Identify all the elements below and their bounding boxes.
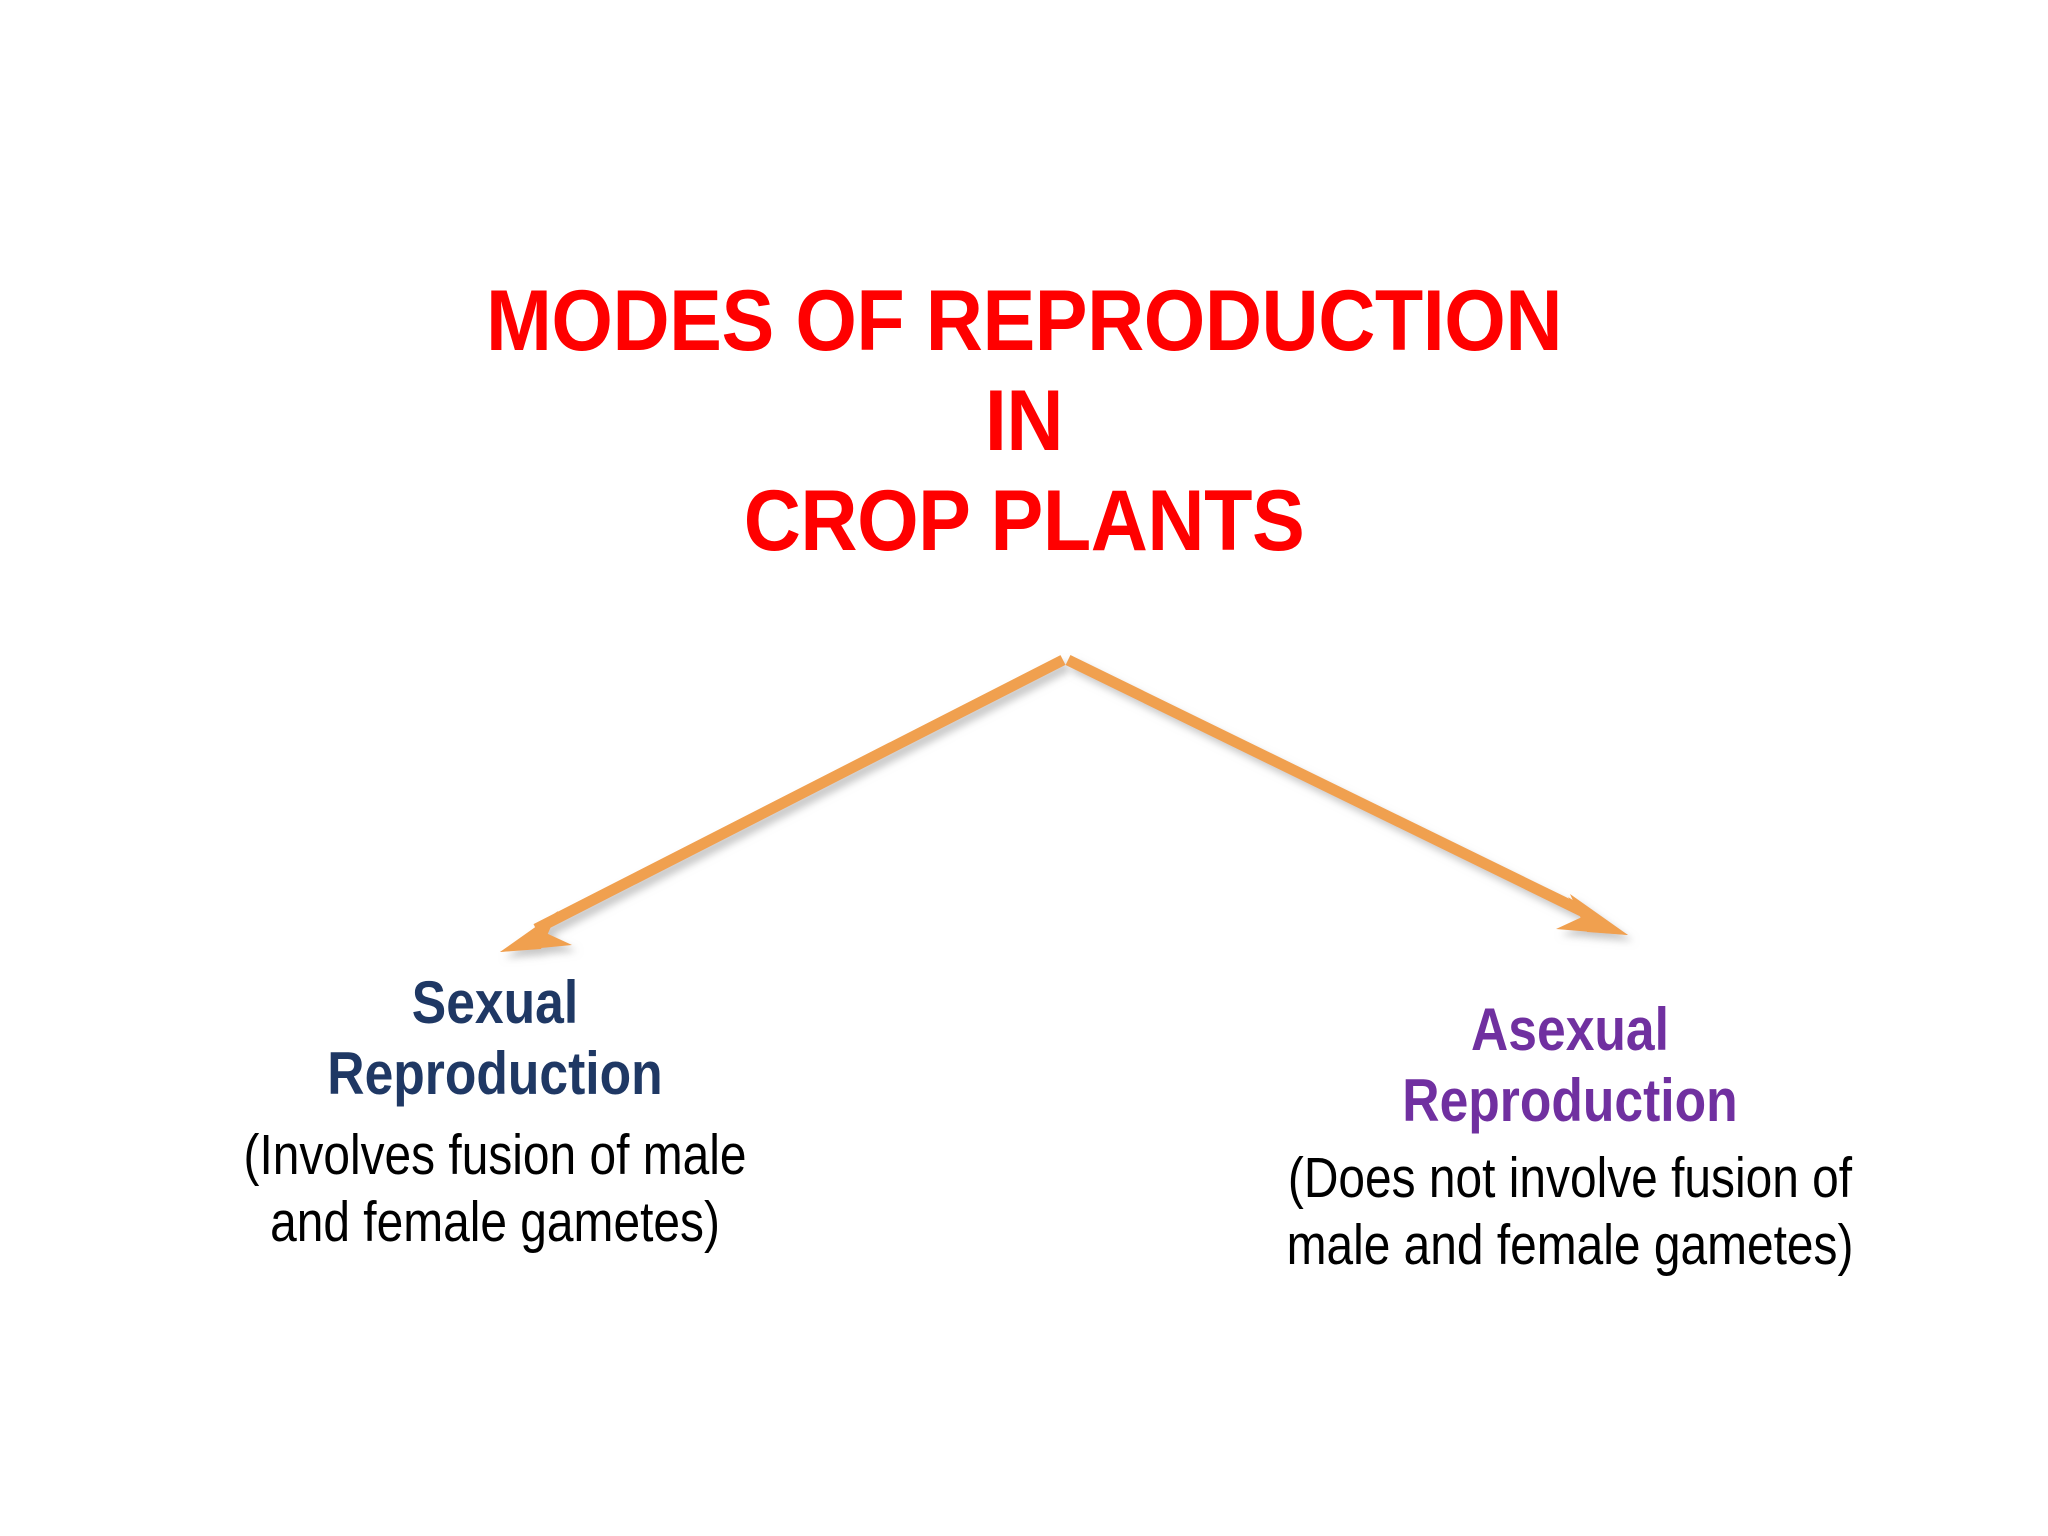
- branch-asexual: Asexual Reproduction (Does not involve f…: [1170, 995, 1970, 1279]
- branch-sexual-heading: Sexual Reproduction: [327, 969, 663, 1107]
- title-line-1: MODES OF REPRODUCTION: [485, 273, 1563, 369]
- title-line-2: IN: [984, 372, 1064, 469]
- branch-sexual: Sexual Reproduction (Involves fusion of …: [105, 968, 885, 1256]
- page-title: MODES OF REPRODUCTION IN CROP PLANTS: [0, 272, 2048, 571]
- right-branch-arrow: [1065, 655, 1628, 935]
- left-branch-arrow: [500, 655, 1066, 952]
- branch-sexual-description: (Involves fusion of male and female game…: [243, 1122, 747, 1254]
- branch-asexual-heading: Asexual Reproduction: [1402, 996, 1738, 1134]
- title-line-3: CROP PLANTS: [743, 472, 1305, 569]
- branch-asexual-description: (Does not involve fusion of male and fem…: [1286, 1145, 1854, 1277]
